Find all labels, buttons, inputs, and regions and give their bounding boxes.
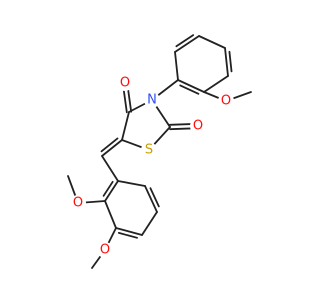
bond-b3-b4: [115, 227, 143, 236]
bond-b5-b6: [144, 185, 158, 213]
atom-n: N: [147, 93, 157, 108]
atom-s: S: [145, 143, 153, 158]
bond-t6-t1: [174, 51, 179, 81]
bond-t3-t4-inner: [228, 50, 233, 73]
structure-canvas: O N O S O O O: [67, 34, 252, 269]
bond-t4-t5: [203, 75, 229, 93]
bond-b2-b3: [104, 200, 117, 229]
bond-b1-b2-inner: [102, 180, 114, 197]
bond-t1-t2: [174, 35, 200, 53]
atom-s-bg: [141, 142, 157, 158]
bond-b4-b5: [141, 211, 158, 236]
bond-t3-t4: [224, 47, 229, 77]
bond-b3-b4-inner: [117, 232, 138, 239]
bond-ch-aryl: [101, 155, 119, 182]
atom-o-carbonyl-2-bg: [190, 118, 206, 134]
bond-t2-t3: [198, 35, 226, 49]
atom-o-carbonyl-4: O: [120, 76, 130, 91]
atom-o-methoxy-b: O: [100, 243, 110, 258]
atom-o-methoxy-b-bg: [97, 242, 113, 258]
atom-o-methoxy-top: O: [221, 94, 231, 109]
bond-c5-ch: [101, 139, 123, 157]
bond-t1-t2-inner: [175, 34, 195, 48]
molecule-structure: O N O S O O O: [67, 34, 252, 269]
atom-o-methoxy-a: O: [73, 196, 83, 211]
atom-o-methoxy-top-bg: [218, 93, 234, 109]
atom-o-carbonyl-2: O: [193, 119, 203, 134]
bond-b5-b6-inner: [149, 187, 160, 208]
bond-t5-t6: [177, 79, 205, 93]
bond-c5-ch-inner: [100, 137, 119, 153]
atom-o-carbonyl-4-bg: [117, 75, 133, 91]
atom-o-methoxy-a-bg: [70, 195, 86, 211]
bond-b6-b1: [117, 180, 146, 187]
bond-c4-c5: [121, 111, 130, 141]
bond-b1-b2: [104, 180, 119, 202]
bond-t5-t6-inner: [179, 84, 200, 95]
atom-n-bg: [144, 92, 160, 108]
